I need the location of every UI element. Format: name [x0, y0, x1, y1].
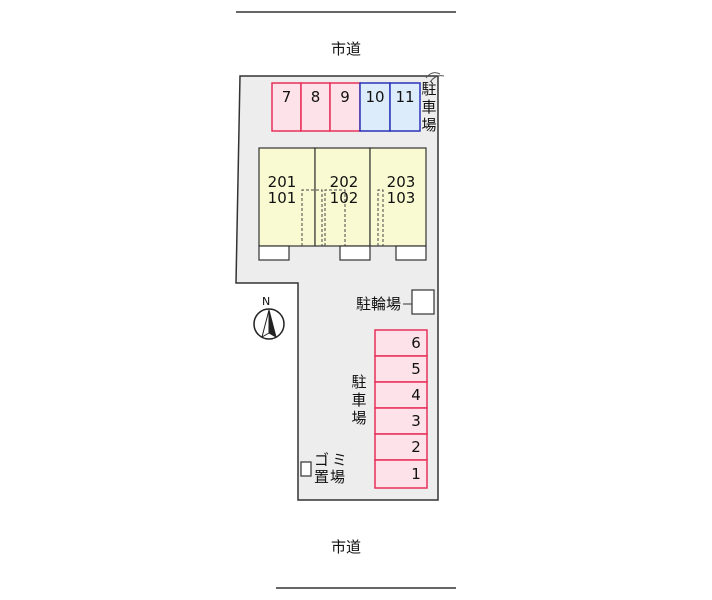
bicycle-parking-box — [411, 289, 435, 315]
parking-top-slots — [271, 82, 421, 132]
parking-slot-label-7: 7 — [281, 88, 292, 106]
garbage-label-line1: ゴミ — [314, 451, 351, 469]
unit-2-upper: 202 — [329, 173, 359, 191]
parking-slot-1 — [374, 459, 428, 489]
road-label-top: 市道 — [331, 40, 362, 58]
parking-slot-label-5: 5 — [411, 360, 421, 378]
garbage-box — [300, 461, 312, 477]
parking-slot-label-1: 1 — [411, 465, 421, 483]
parking-slot-3 — [374, 407, 428, 435]
parking-slot-label-6: 6 — [411, 334, 421, 352]
entry-dashed-1 — [301, 189, 323, 246]
parking-slot-9 — [329, 82, 361, 132]
unit-2-lower: 102 — [329, 189, 359, 207]
compass-icon — [253, 308, 285, 340]
porch-1 — [258, 245, 290, 261]
parking-top-label: 駐車場 — [421, 80, 437, 134]
unit-1-upper: 201 — [267, 173, 297, 191]
parking-slot-label-2: 2 — [411, 438, 421, 456]
unit-1-lower: 101 — [267, 189, 297, 207]
road-label-bottom: 市道 — [331, 538, 362, 556]
parking-slot-label-3: 3 — [411, 412, 421, 430]
parking-slot-4 — [374, 381, 428, 409]
compass-label: N — [262, 295, 271, 308]
road-corner-curve-2 — [429, 75, 445, 83]
porch-3 — [395, 245, 427, 261]
parking-right-slots — [374, 329, 428, 489]
unit-3-lower: 103 — [386, 189, 416, 207]
parking-right-label: 駐車場 — [351, 373, 367, 427]
apartment-building — [258, 147, 427, 261]
unit-3-upper: 203 — [386, 173, 416, 191]
parking-slot-label-4: 4 — [411, 386, 421, 404]
unit-block-1 — [258, 147, 316, 247]
parking-slot-label-9: 9 — [340, 88, 350, 106]
entry-dashed-2 — [324, 189, 346, 246]
garbage-label-line2: 置場 — [314, 468, 347, 486]
parking-slot-8 — [300, 82, 331, 132]
entry-dashed-3 — [377, 189, 384, 246]
road-corner-curve — [425, 72, 441, 79]
bicycle-parking-label: 駐輪場 — [356, 295, 402, 313]
porch-2 — [339, 245, 371, 261]
parking-slot-label-11: 11 — [395, 88, 415, 106]
parking-slot-label-8: 8 — [310, 88, 321, 106]
parking-slot-label-10: 10 — [365, 88, 385, 106]
parking-slot-11 — [389, 82, 421, 132]
